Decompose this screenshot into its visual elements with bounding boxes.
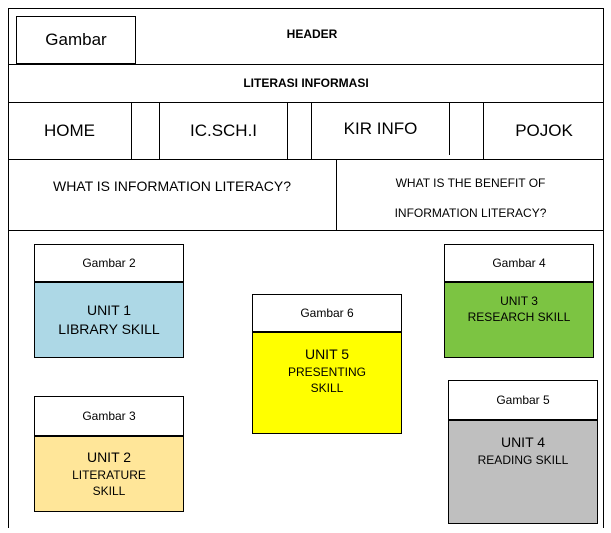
unit2-subtitle-line1: LITERATURE [72, 468, 146, 483]
unit1-card[interactable]: UNIT 1 LIBRARY SKILL [34, 282, 184, 358]
header-title: HEADER [286, 27, 338, 41]
questions-bar [8, 159, 604, 231]
nav-spacer [132, 103, 160, 159]
header-divider [8, 64, 604, 65]
unit2-subtitle-line2: SKILL [92, 484, 126, 499]
unit3-subtitle: RESEARCH SKILL [467, 310, 571, 325]
unit2-image-placeholder: Gambar 3 [34, 396, 184, 436]
unit5-subtitle-line1: PRESENTING [287, 364, 366, 379]
unit4-image-placeholder: Gambar 5 [448, 380, 598, 420]
nav-bar [8, 102, 604, 160]
question-what-is-info-literacy[interactable]: WHAT IS INFORMATION LITERACY? [52, 178, 292, 194]
question-benefit-line1: WHAT IS THE BENEFIT OF [395, 176, 546, 190]
question-divider [336, 160, 337, 231]
question-benefit-line2: INFORMATION LITERACY? [394, 206, 547, 220]
unit1-subtitle: LIBRARY SKILL [58, 321, 160, 337]
nav-home[interactable]: HOME [8, 103, 132, 159]
page-frame [8, 8, 604, 528]
unit5-title: UNIT 5 [304, 346, 350, 362]
unit2-title: UNIT 2 [86, 449, 132, 466]
unit3-image-placeholder: Gambar 4 [444, 244, 594, 282]
unit5-subtitle-line2: SKILL [310, 381, 344, 396]
unit2-card[interactable]: UNIT 2 LITERATURE SKILL [34, 436, 184, 512]
header-subtitle: LITERASI INFORMASI [243, 76, 369, 90]
nav-kir-info[interactable]: KIR INFO [312, 103, 450, 155]
unit3-card[interactable]: UNIT 3 RESEARCH SKILL [444, 282, 594, 358]
nav-spacer [450, 103, 484, 159]
header-gambar-placeholder: Gambar [16, 16, 136, 64]
unit1-image-placeholder: Gambar 2 [34, 244, 184, 282]
unit5-card[interactable]: UNIT 5 PRESENTING SKILL [252, 332, 402, 434]
nav-pojok[interactable]: POJOK [515, 121, 573, 140]
unit5-image-placeholder: Gambar 6 [252, 294, 402, 332]
unit4-subtitle: READING SKILL [477, 452, 569, 467]
unit3-title: UNIT 3 [500, 294, 538, 308]
nav-spacer [288, 103, 312, 159]
unit4-title: UNIT 4 [500, 434, 546, 450]
nav-ic-sch-i[interactable]: IC.SCH.I [160, 103, 288, 159]
unit4-card[interactable]: UNIT 4 READING SKILL [448, 420, 598, 524]
question-benefit-info-literacy[interactable]: WHAT IS THE BENEFIT OF INFORMATION LITER… [337, 160, 604, 230]
unit1-title: UNIT 1 [86, 302, 132, 319]
